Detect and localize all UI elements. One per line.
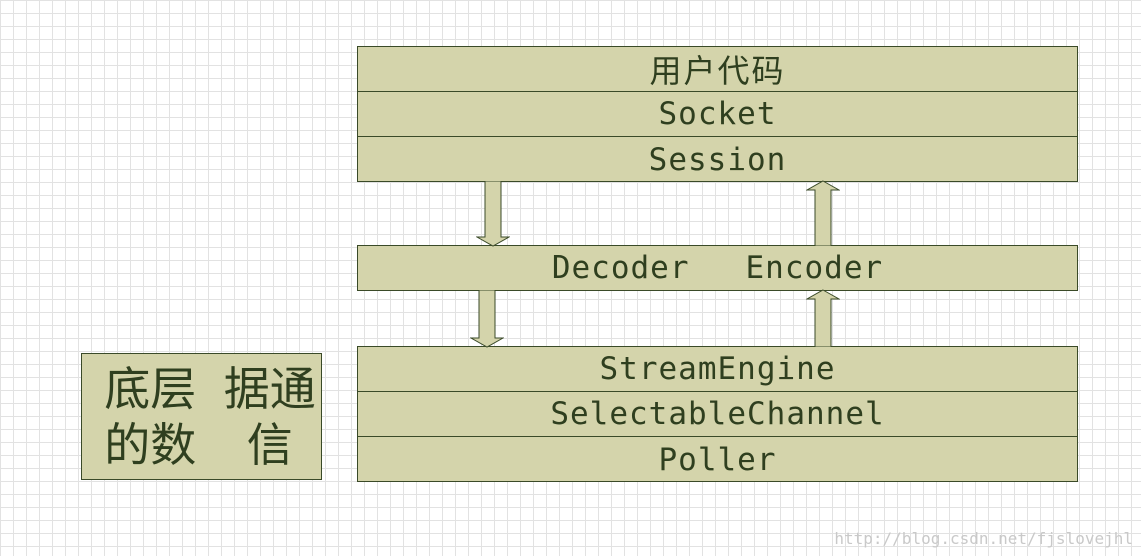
poller-layer: Poller [658,441,777,478]
session-layer: Session [648,141,787,178]
encoder-label: Encoder [745,250,884,286]
down-arrow-session-to-decoder [476,181,510,247]
top-layer-stack: 用户代码 Socket Session [357,46,1078,182]
codec-row: Decoder Encoder [358,246,1077,290]
user-code-layer: 用户代码 [358,47,1077,92]
up-arrow-streamengine-to-encoder [806,289,840,347]
low-level-data-communication-label: 底层的数据通信 [81,353,322,480]
up-arrow-encoder-to-session [806,180,840,246]
socket-layer: Socket [358,92,1077,137]
bottom-layer-stack: StreamEngine SelectableChannel Poller [357,346,1078,482]
codec-layer: Decoder Encoder [357,245,1078,291]
decoder-label: Decoder [551,250,690,286]
watermark: http://blog.csdn.net/fjslovejhl [834,529,1133,548]
stream-engine-layer: StreamEngine [358,347,1077,392]
down-arrow-decoder-to-streamengine [470,290,504,348]
selectable-channel-layer: SelectableChannel [358,392,1077,437]
